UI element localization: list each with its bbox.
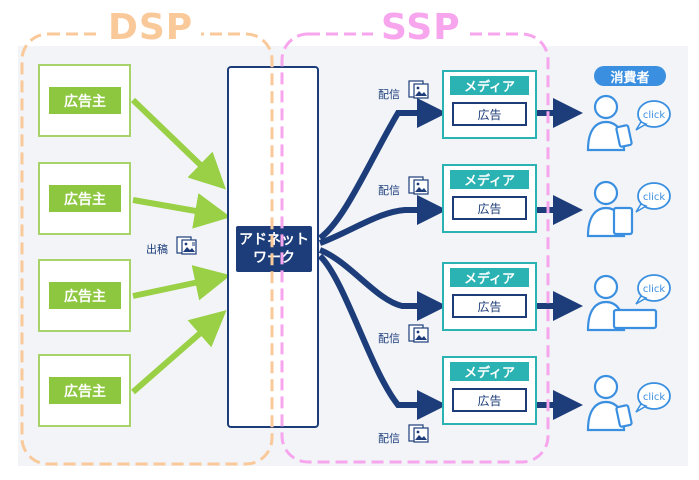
advertiser-label-3: 広告主 bbox=[49, 282, 121, 309]
person-with-phone-icon: click bbox=[586, 180, 671, 238]
document-image-icon bbox=[408, 176, 429, 195]
media-card-1: メディア 広告 bbox=[442, 70, 537, 139]
media-title-4: メディア bbox=[450, 362, 529, 381]
advertiser-card-1: 広告主 bbox=[38, 64, 131, 137]
media-title-2: メディア bbox=[450, 170, 529, 189]
ad-network-line-1: アドネット bbox=[239, 232, 309, 248]
ad-network-label: アドネット ワーク bbox=[236, 226, 312, 272]
ssp-frame bbox=[280, 32, 550, 464]
advertiser-label-2: 広告主 bbox=[49, 185, 121, 212]
document-image-icon bbox=[408, 424, 429, 443]
deliver-label-3: 配信 bbox=[378, 332, 400, 345]
click-text: click bbox=[643, 284, 666, 295]
person-with-phone-icon: click bbox=[586, 94, 671, 152]
media-card-4: メディア 広告 bbox=[442, 356, 537, 425]
advertiser-arrow-3 bbox=[132, 265, 231, 301]
advertiser-label-4: 広告主 bbox=[49, 377, 121, 404]
dsp-label: DSP bbox=[100, 10, 202, 46]
click-text: click bbox=[643, 392, 666, 403]
advertiser-card-3: 広告主 bbox=[38, 259, 131, 332]
document-image-icon bbox=[408, 324, 429, 343]
click-text: click bbox=[643, 192, 666, 203]
network-arrow-4 bbox=[317, 253, 447, 420]
advertiser-label-1: 広告主 bbox=[49, 87, 121, 114]
media-title-3: メディア bbox=[450, 268, 529, 287]
media-card-2: メディア 広告 bbox=[442, 164, 537, 233]
ad-network-line-2: ワーク bbox=[253, 250, 295, 266]
person-with-phone-icon: click bbox=[586, 374, 671, 432]
advertiser-arrow-4 bbox=[131, 310, 227, 395]
dsp-frame bbox=[20, 32, 274, 466]
speech-bubble-icon bbox=[637, 182, 671, 210]
advertiser-arrow-2 bbox=[132, 193, 231, 229]
advertiser-arrow-1 bbox=[130, 97, 226, 190]
deliver-label-2: 配信 bbox=[378, 184, 400, 197]
speech-bubble-icon bbox=[637, 100, 671, 128]
media-title-1: メディア bbox=[450, 76, 529, 95]
network-arrow-2 bbox=[318, 195, 447, 246]
consumers-title: 消費者 bbox=[594, 66, 666, 86]
media-ad-3: 広告 bbox=[452, 294, 527, 318]
deliver-label-4: 配信 bbox=[378, 432, 400, 445]
media-ad-2: 広告 bbox=[452, 196, 527, 220]
submit-label: 出稿 bbox=[146, 243, 168, 256]
media-ad-4: 広告 bbox=[452, 388, 527, 412]
network-arrow-3 bbox=[318, 247, 447, 321]
advertiser-card-4: 広告主 bbox=[38, 354, 131, 427]
media-card-3: メディア 広告 bbox=[442, 262, 537, 331]
media-ad-1: 広告 bbox=[452, 102, 527, 126]
document-image-icon bbox=[408, 80, 429, 99]
click-text: click bbox=[643, 110, 666, 121]
speech-bubble-icon bbox=[637, 274, 671, 302]
speech-bubble-icon bbox=[637, 382, 671, 410]
ssp-label: SSP bbox=[373, 10, 469, 46]
advertiser-card-2: 広告主 bbox=[38, 162, 131, 235]
document-image-icon bbox=[176, 236, 197, 255]
network-arrow-1 bbox=[318, 98, 447, 241]
person-with-laptop-icon: click bbox=[586, 274, 671, 332]
deliver-label-1: 配信 bbox=[378, 88, 400, 101]
